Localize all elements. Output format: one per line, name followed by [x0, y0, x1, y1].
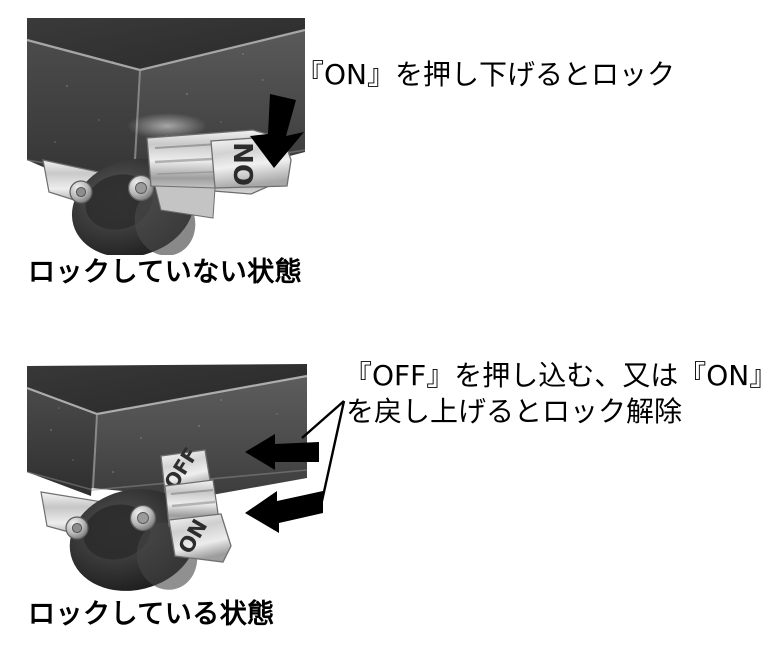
callout-unlocked: 『ON』を押し下げるとロック [296, 58, 675, 91]
caster-photo-graphic-locked: OFF ON [15, 360, 307, 598]
callout-locked-line-1: 『OFF』を押し込む、又は『ON』 [344, 359, 763, 392]
photo-locked-caster: OFF ON [15, 360, 307, 598]
callout-locked-line-2: を戻し上げるとロック解除 [346, 395, 683, 428]
lever-label-on: ON [230, 142, 260, 186]
leader-line-v [301, 400, 346, 511]
arrow-left-to-on-pedal [245, 491, 323, 533]
caption-locked-state: ロックしている状態 [28, 599, 275, 630]
arrow-left-to-off-pedal [245, 434, 319, 470]
caption-unlocked-state: ロックしていない状態 [28, 257, 303, 288]
arrow-down-to-on-pedal [250, 94, 304, 168]
